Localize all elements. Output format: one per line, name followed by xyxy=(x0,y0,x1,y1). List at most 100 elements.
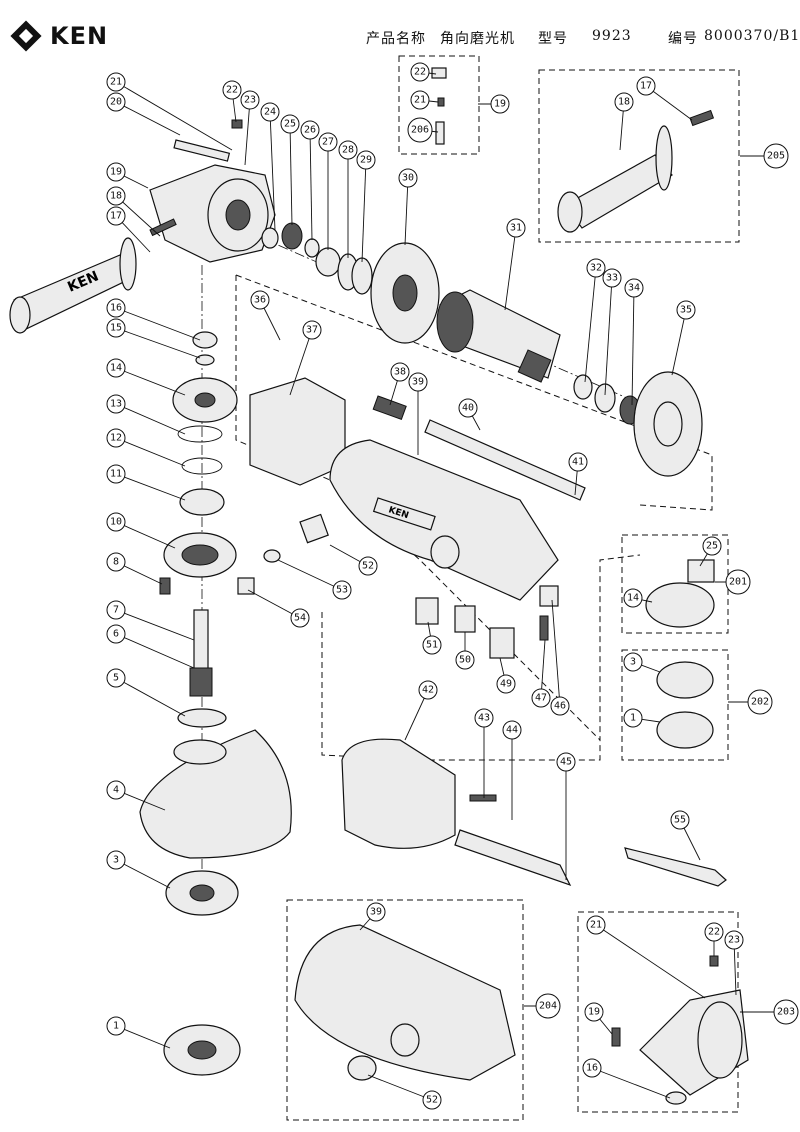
callout-21: 21 xyxy=(586,915,706,999)
callout-45: 45 xyxy=(556,752,576,880)
callout-circle xyxy=(458,398,478,418)
callout-leader-line xyxy=(551,599,561,707)
callout-number: 13 xyxy=(110,399,122,410)
callout-number: 52 xyxy=(362,561,374,572)
callout-circle xyxy=(582,1058,602,1078)
callout-circle xyxy=(398,168,418,188)
callout-circle xyxy=(106,552,126,572)
callout-number: 19 xyxy=(588,1007,600,1018)
callout-leader-line xyxy=(595,924,706,999)
callout-number: 32 xyxy=(590,263,602,274)
callout-circle xyxy=(531,688,551,708)
frame-armature-group xyxy=(235,274,713,511)
callout-31: 31 xyxy=(504,218,526,311)
callout-layer: 2120222324252627282930191817161514131211… xyxy=(106,62,799,1110)
callout-8: 8 xyxy=(106,552,163,585)
callout-circle xyxy=(410,90,430,110)
callout-number: 53 xyxy=(336,585,348,596)
callout-number: 22 xyxy=(414,67,426,78)
callout-16: 16 xyxy=(106,298,201,341)
callout-circle xyxy=(250,290,270,310)
callout-number: 11 xyxy=(110,469,122,480)
callout-number: 12 xyxy=(110,433,122,444)
callout-circle xyxy=(356,150,376,170)
callout-number: 14 xyxy=(627,593,639,604)
callout-37: 37 xyxy=(289,320,322,396)
callout-number: 51 xyxy=(426,640,438,651)
code-label: 编号 xyxy=(668,31,698,47)
callout-203: 203 xyxy=(740,999,799,1025)
callout-5: 5 xyxy=(106,668,186,717)
callout-49: 49 xyxy=(496,657,516,694)
callout-number: 24 xyxy=(264,107,276,118)
callout-circle xyxy=(676,300,696,320)
callout-26: 26 xyxy=(300,120,320,241)
callout-leader-line xyxy=(289,123,293,226)
drawing-code: 8000370/B1 xyxy=(704,28,800,44)
callout-number: 23 xyxy=(728,935,740,946)
callout-7: 7 xyxy=(106,600,195,641)
callout-40: 40 xyxy=(458,398,481,431)
callout-circle xyxy=(106,186,126,206)
callout-number: 28 xyxy=(342,145,354,156)
callout-number: 41 xyxy=(572,457,584,468)
callout-35: 35 xyxy=(671,300,696,376)
callout-number: 30 xyxy=(402,173,414,184)
callout-circle xyxy=(106,780,126,800)
callout-leader-line xyxy=(289,329,313,396)
callout-number: 42 xyxy=(422,685,434,696)
callout-circle xyxy=(586,915,606,935)
callout-leader-line xyxy=(115,633,195,669)
callout-19: 19 xyxy=(478,94,510,114)
callout-14: 14 xyxy=(623,588,653,608)
callout-circle xyxy=(318,132,338,152)
callout-number: 22 xyxy=(226,85,238,96)
callout-number: 1 xyxy=(113,1021,119,1032)
callout-12: 12 xyxy=(106,428,186,467)
callout-number: 25 xyxy=(706,541,718,552)
frame-stator-group xyxy=(235,275,641,742)
callout-number: 3 xyxy=(113,855,119,866)
callout-circle xyxy=(106,92,126,112)
stator-and-housing: KEN xyxy=(237,377,586,601)
brand-name: KEN xyxy=(50,22,109,50)
callout-circle xyxy=(773,999,799,1025)
callout-number: 18 xyxy=(110,191,122,202)
callout-circle xyxy=(550,696,570,716)
callout-28: 28 xyxy=(338,140,358,258)
callout-circle xyxy=(106,850,126,870)
callout-number: 203 xyxy=(777,1007,795,1018)
callout-19: 19 xyxy=(584,1002,613,1035)
callout-leader-line xyxy=(404,177,409,246)
callout-number: 36 xyxy=(254,295,266,306)
callout-4: 4 xyxy=(106,780,166,811)
callout-number: 44 xyxy=(506,725,518,736)
callout-53: 53 xyxy=(277,559,352,600)
callout-20: 20 xyxy=(106,92,181,136)
callout-number: 4 xyxy=(113,785,119,796)
switch-parts xyxy=(415,585,559,659)
callout-circle xyxy=(408,372,428,392)
callout-number: 50 xyxy=(459,655,471,666)
callout-leader-line xyxy=(115,437,186,467)
callout-number: 3 xyxy=(630,657,636,668)
gear-train-parts xyxy=(159,222,440,728)
callout-46: 46 xyxy=(550,599,570,716)
callout-13: 13 xyxy=(106,394,186,435)
callout-39: 39 xyxy=(408,372,428,455)
callout-22: 22 xyxy=(222,80,242,123)
callout-circle xyxy=(496,674,516,694)
callout-number: 7 xyxy=(113,605,119,616)
callout-6: 6 xyxy=(106,624,195,669)
callout-circle xyxy=(623,708,643,728)
callout-leader-line xyxy=(115,81,233,151)
callout-number: 8 xyxy=(113,557,119,568)
callout-30: 30 xyxy=(398,168,418,246)
callout-circle xyxy=(106,72,126,92)
callout-number: 18 xyxy=(618,97,630,108)
product-name: 角向磨光机 xyxy=(440,31,515,47)
callout-51: 51 xyxy=(422,621,442,655)
callout-circle xyxy=(704,922,724,942)
header: KEN 产品名称 角向磨光机 型号 9923 编号 8000370/B1 xyxy=(0,14,800,54)
callout-number: 10 xyxy=(110,517,122,528)
